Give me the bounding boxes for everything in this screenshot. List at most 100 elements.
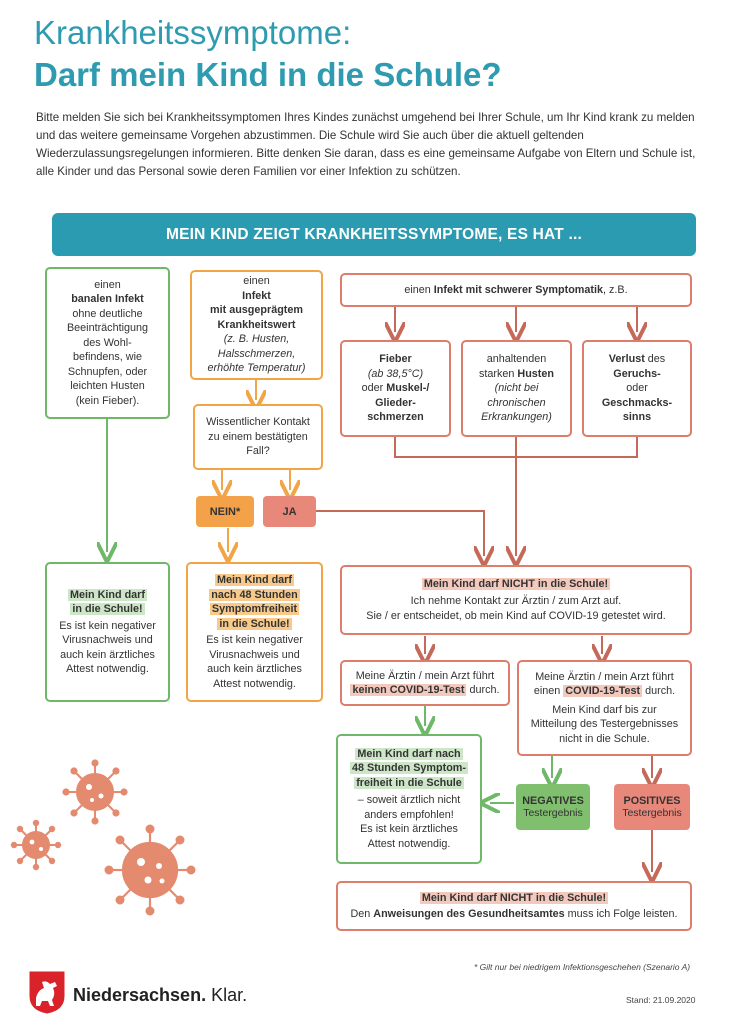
- test-line-4: Mitteilung des Testergebnisses: [530, 718, 679, 731]
- test-line-1: Meine Ärztin / mein Arzt führt: [535, 670, 674, 683]
- banal-line-6: befindens, wie: [72, 351, 143, 364]
- banal-line-2: banalen Infekt: [71, 293, 144, 306]
- darf-schule-line-1: Es ist kein negativer: [59, 619, 156, 632]
- niedersachsen-horse-icon: [29, 971, 65, 1014]
- box-infekt-krankheitswert: einen Infekt mit ausgeprägtem Krankheits…: [190, 270, 323, 380]
- husten-line-4: (nicht bei: [494, 382, 539, 395]
- nicht-line-1: Ich nehme Kontakt zur Ärztin / zum Arzt …: [410, 595, 622, 608]
- banal-line-3: ohne deutliche: [72, 307, 143, 320]
- darf-schule-line-4: Attest notwendig.: [66, 663, 149, 675]
- negativ-title: NEGATIVES: [522, 795, 584, 807]
- logo-bold: Niedersachsen.: [73, 985, 207, 1005]
- box-banal-infekt: einen banalen Infekt ohne deutliche Beei…: [45, 267, 170, 419]
- darf48b-head-3: freiheit in die Schule: [354, 776, 464, 789]
- banal-line-4: Beeinträchtigung: [66, 322, 149, 335]
- box-kein-covid-test: Meine Ärztin / mein Arzt führt keinen CO…: [340, 660, 510, 706]
- test-line-5: nicht in die Schule.: [559, 732, 650, 745]
- flowchart-banner: MEIN KIND ZEIGT KRANKHEITSSYMPTOME, ES H…: [52, 213, 696, 256]
- verlust-line-5: Geschmacks-: [601, 396, 673, 409]
- kein-test-bold: keinen COVID-19-Test: [350, 684, 467, 696]
- box-darf-in-schule: Mein Kind darf in die Schule! Es ist kei…: [45, 562, 170, 702]
- fieber-line-3: oder Muskel-/: [361, 382, 430, 395]
- title-line-2: Darf mein Kind in die Schule?: [34, 56, 502, 93]
- darf48b-line-3: Es ist kein ärztliches: [360, 823, 458, 836]
- banal-line-7: Schnupfen, oder: [67, 365, 148, 378]
- husten-line-2: starken Husten: [479, 367, 554, 380]
- darf48-line-2: Virusnachweis und: [209, 648, 300, 661]
- husten-line-5: chronischen: [487, 396, 546, 409]
- final-head: Mein Kind darf NICHT in die Schule!: [419, 891, 609, 904]
- box-husten: anhaltenden starken Husten (nicht bei ch…: [461, 340, 572, 437]
- infekt-line-1: einen: [243, 275, 270, 288]
- darf48-line-3: auch kein ärztliches: [207, 663, 302, 675]
- darf-schule-line-2: Virusnachweis und: [62, 634, 153, 646]
- box-covid-test: Meine Ärztin / mein Arzt führt einen COV…: [517, 660, 692, 756]
- infekt-line-2: Infekt: [242, 289, 271, 302]
- title-line-1: Krankheitssymptome:: [34, 14, 352, 51]
- fieber-line-5: Glieder-: [375, 396, 416, 409]
- darf48b-head-2: 48 Stunden Symptom-: [350, 762, 468, 775]
- test-line-2a: einen: [533, 685, 564, 698]
- box-darf-nicht-in-schule: Mein Kind darf NICHT in die Schule! Ich …: [340, 565, 692, 635]
- box-kontakt-frage: Wissentlicher Kontakt zu einem bestätigt…: [193, 404, 323, 470]
- intro-text: Bitte melden Sie sich bei Krankheitssymp…: [36, 111, 696, 178]
- pill-negatives-testergebnis: NEGATIVES Testergebnis: [516, 784, 590, 830]
- logo-light: Klar.: [206, 985, 248, 1005]
- kontakt-line-2: zu einem bestätigten: [208, 430, 308, 443]
- infekt-line-6: Halsschmerzen,: [217, 347, 296, 360]
- verlust-line-1: Verlust des: [608, 353, 666, 366]
- final-line-b: muss ich Folge leisten.: [564, 908, 678, 920]
- verlust-line-4: oder: [626, 382, 648, 395]
- negativ-sub: Testergebnis: [523, 807, 583, 819]
- test-bold: COVID-19-Test: [563, 685, 643, 698]
- husten-line-6: Erkrankungen): [481, 411, 552, 424]
- infekt-line-7: erhöhte Temperatur): [207, 362, 306, 375]
- box-geruchsverlust: Verlust des Geruchs- oder Geschmacks- si…: [582, 340, 692, 437]
- darf48-head-2: nach 48 Stunden: [209, 588, 300, 601]
- final-line-a: Den: [350, 908, 374, 920]
- kontakt-line-3: Fall?: [246, 445, 270, 458]
- husten-line-1: anhaltenden: [486, 353, 547, 366]
- infekt-line-4: Krankheitswert: [217, 318, 296, 331]
- kein-test-line-2: durch.: [466, 684, 500, 696]
- footnote: * Gilt nur bei niedrigem Infektionsgesch…: [474, 962, 691, 972]
- logo-wordmark: Niedersachsen. Klar.: [73, 985, 247, 1006]
- darf48-head-3: Symptomfreiheit: [209, 603, 300, 615]
- test-line-2b: durch.: [642, 685, 676, 698]
- box-darf-nach-48h: Mein Kind darf nach 48 Stunden Symptomfr…: [186, 562, 323, 702]
- darf48-line-1: Es ist kein negativer: [206, 634, 303, 646]
- pill-nein: NEIN*: [196, 496, 254, 527]
- darf48b-line-1: – soweit ärztlich nicht: [357, 794, 461, 807]
- darf48b-line-2: anders empfohlen!: [364, 808, 454, 821]
- infekt-line-3: mit ausgeprägtem: [210, 304, 303, 317]
- box-darf-nicht-gesundheitsamt: Mein Kind darf NICHT in die Schule! Den …: [336, 881, 692, 931]
- darf48b-line-4: Attest notwendig.: [367, 837, 451, 850]
- verlust-line-6: sinns: [622, 411, 652, 424]
- positiv-sub: Testergebnis: [622, 807, 682, 819]
- positiv-title: POSITIVES: [623, 795, 681, 807]
- fieber-line-2: (ab 38,5°C): [367, 367, 424, 380]
- darf48b-head-1: Mein Kind darf nach: [355, 747, 463, 760]
- test-line-3: Mein Kind darf bis zur: [552, 703, 657, 716]
- schwer-bold: Infekt mit schwerer Symptomatik: [433, 283, 603, 296]
- banal-line-8: leichten Husten: [70, 380, 145, 393]
- banal-line-9: (kein Fieber).: [75, 394, 140, 407]
- schwer-pre: einen: [404, 283, 434, 296]
- final-bold: Anweisungen des Gesundheitsamtes: [373, 908, 565, 920]
- fieber-line-6: schmerzen: [367, 411, 424, 424]
- pill-positives-testergebnis: POSITIVES Testergebnis: [614, 784, 690, 830]
- stand-date: Stand: 21.09.2020: [626, 995, 696, 1005]
- darf48-head-1: Mein Kind darf: [215, 574, 294, 586]
- nicht-head: Mein Kind darf NICHT in die Schule!: [421, 577, 611, 590]
- box-schwere-symptomatik: einen Infekt mit schwerer Symptomatik, z…: [340, 273, 692, 307]
- kein-test-line-1: Meine Ärztin / mein Arzt führt: [355, 669, 495, 682]
- darf-schule-head-2: in die Schule!: [70, 603, 145, 615]
- fieber-line-1: Fieber: [379, 353, 412, 366]
- infekt-line-5: (z. B. Husten,: [223, 333, 290, 346]
- kontakt-line-1: Wissentlicher Kontakt: [206, 416, 310, 429]
- darf48-head-4: in die Schule!: [217, 617, 292, 630]
- virus-icon-large: [104, 824, 196, 916]
- virus-illustration: [10, 759, 196, 916]
- banal-line-1: einen: [94, 278, 121, 291]
